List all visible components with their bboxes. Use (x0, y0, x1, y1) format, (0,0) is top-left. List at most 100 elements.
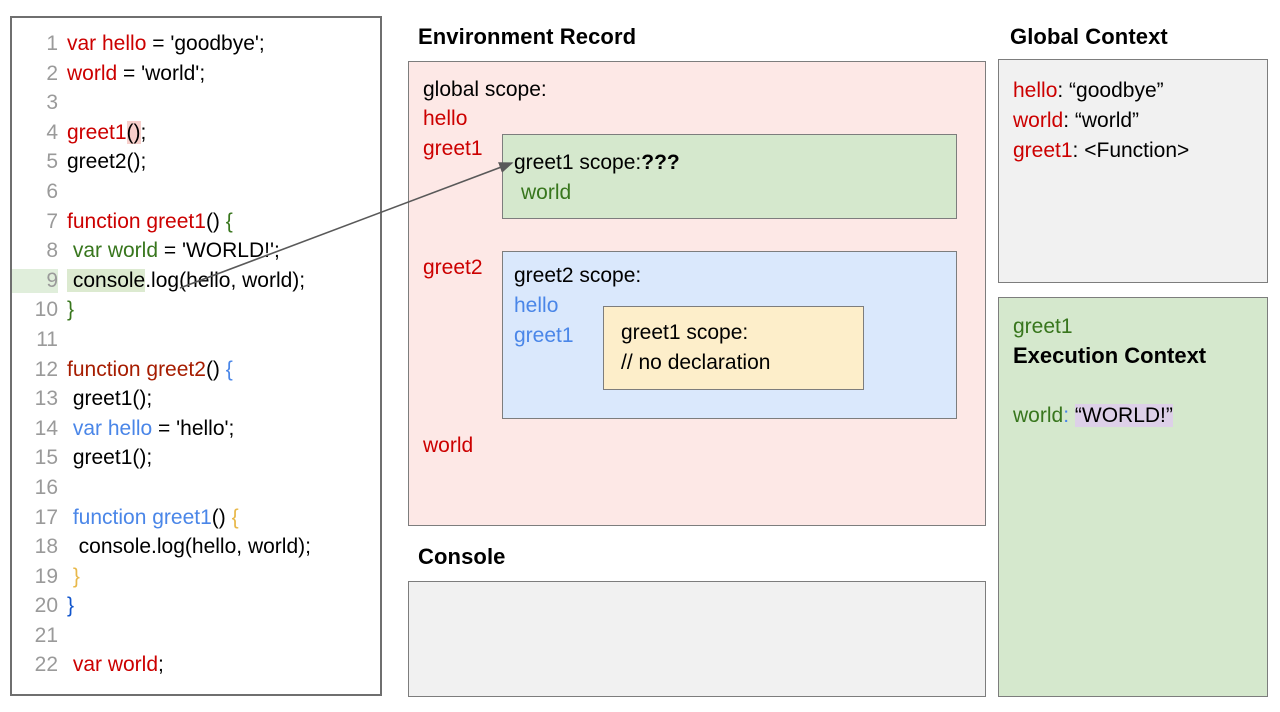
global-context-entry: greet1: <Function> (1013, 139, 1189, 163)
code-line-text: } (58, 565, 80, 589)
code-token: var world (67, 239, 159, 263)
execution-context-variable-colon: : (1063, 404, 1070, 427)
code-line-text: world = 'world'; (58, 62, 205, 86)
global-var-world: world (423, 434, 474, 457)
execution-context-variable-row: world: “WORLD!” (1013, 404, 1173, 428)
global-context-entry-key: greet1 (1013, 139, 1073, 162)
greet1-scope-var-world: world (521, 181, 572, 204)
code-line[interactable]: 10} (12, 298, 380, 328)
code-line[interactable]: 18 console.log(hello, world); (12, 535, 380, 565)
code-line-number: 7 (46, 209, 58, 233)
code-line-text: greet1(); (58, 446, 152, 470)
code-token: } (67, 564, 80, 588)
environment-record-box: global scope: hello greet1 greet2 world … (408, 61, 986, 526)
code-line-number: 20 (34, 594, 58, 618)
code-token: = 'WORLD!'; (158, 239, 280, 263)
code-line-number: 15 (34, 446, 58, 470)
code-line-number: 17 (34, 505, 58, 529)
code-line-text: console.log(hello, world); (58, 535, 311, 559)
code-line-number: 12 (34, 357, 58, 381)
code-token: () (205, 209, 220, 233)
code-line-text: } (58, 594, 74, 618)
greet1-scope-box: greet1 scope:??? world (502, 134, 957, 219)
code-line[interactable]: 16 (12, 476, 380, 506)
code-line-text: greet1(); (58, 387, 152, 411)
code-line[interactable]: 22 var world; (12, 653, 380, 683)
global-var-hello: hello (423, 107, 468, 130)
code-line[interactable]: 3 (12, 91, 380, 121)
code-token: function greet1 (67, 505, 212, 529)
execution-context-variable-value: “WORLD!” (1074, 404, 1173, 427)
code-token: var hello (67, 416, 153, 440)
code-line-number: 4 (46, 120, 58, 144)
code-line-number: 22 (34, 653, 58, 677)
code-line-text: function greet1() { (58, 210, 233, 234)
code-token: { (219, 209, 233, 233)
code-line-number: 3 (46, 91, 58, 115)
code-line[interactable]: 20} (12, 594, 380, 624)
greet1-scope-heading: greet1 scope:??? (514, 151, 680, 175)
code-line-number: 6 (46, 179, 58, 203)
inner-greet1-scope-heading: greet1 scope: (621, 321, 749, 344)
code-token: { (219, 357, 233, 381)
execution-context-box: greet1 Execution Context world: “WORLD!” (998, 297, 1268, 697)
code-token: ; (140, 120, 147, 144)
global-context-entry-colon: : (1072, 139, 1079, 162)
code-token: () (126, 120, 141, 144)
code-line[interactable]: 8 var world = 'WORLD!'; (12, 239, 380, 269)
code-token: world (67, 61, 118, 85)
code-line[interactable]: 13 greet1(); (12, 387, 380, 417)
code-token: var hello (67, 32, 147, 55)
inner-greet1-scope-box: greet1 scope: // no declaration (603, 306, 864, 390)
global-context-entry-colon: : (1063, 109, 1070, 132)
code-line-number: 2 (46, 61, 58, 85)
console-box[interactable] (408, 581, 986, 697)
greet1-scope-heading-text: greet1 scope: (514, 151, 642, 174)
code-line[interactable]: 11 (12, 328, 380, 358)
global-var-greet2: greet2 (423, 256, 483, 279)
greet1-scope-unknown-marker: ??? (641, 151, 680, 174)
code-line[interactable]: 6 (12, 180, 380, 210)
code-line-text: greet1(); (58, 120, 147, 145)
inner-greet1-scope-comment: // no declaration (621, 351, 771, 374)
code-line-number: 21 (34, 623, 58, 647)
global-context-entry-key: world (1013, 109, 1064, 132)
code-token: function greet1 (67, 209, 206, 233)
code-line[interactable]: 14 var hello = 'hello'; (12, 417, 380, 447)
code-line-text: var world = 'WORLD!'; (58, 239, 280, 263)
code-token: var world (67, 653, 159, 677)
global-context-entry: world: “world” (1013, 109, 1139, 133)
global-context-entry-value: “goodbye” (1063, 79, 1164, 102)
code-line-number: 11 (36, 327, 58, 351)
code-line-text: } (58, 298, 74, 322)
global-context-entry: hello: “goodbye” (1013, 79, 1164, 103)
code-line[interactable]: 9 console.log(hello, world); (12, 268, 380, 299)
code-line[interactable]: 21 (12, 624, 380, 654)
console-title: Console (418, 544, 506, 569)
code-line[interactable]: 19 } (12, 565, 380, 595)
execution-context-variable-key: world (1013, 404, 1064, 427)
code-line-number: 10 (34, 298, 58, 322)
execution-context-heading: Execution Context (1013, 343, 1207, 368)
code-line-text: function greet1() { (58, 506, 239, 530)
code-token: greet1 (67, 120, 127, 144)
code-line[interactable]: 17 function greet1() { (12, 506, 380, 536)
code-token: greet1(); (67, 446, 153, 470)
code-token: .log(hello, world); (145, 268, 306, 292)
greet2-scope-var-hello: hello (514, 294, 559, 317)
code-token: () (205, 357, 220, 381)
code-token: = 'goodbye'; (146, 32, 265, 55)
greet2-scope-box: greet2 scope: hello greet1 greet1 scope:… (502, 251, 957, 419)
global-context-entry-colon: : (1057, 79, 1064, 102)
code-line[interactable]: 15 greet1(); (12, 446, 380, 476)
greet2-scope-heading: greet2 scope: (514, 264, 642, 287)
global-scope-label: global scope: (423, 78, 547, 101)
